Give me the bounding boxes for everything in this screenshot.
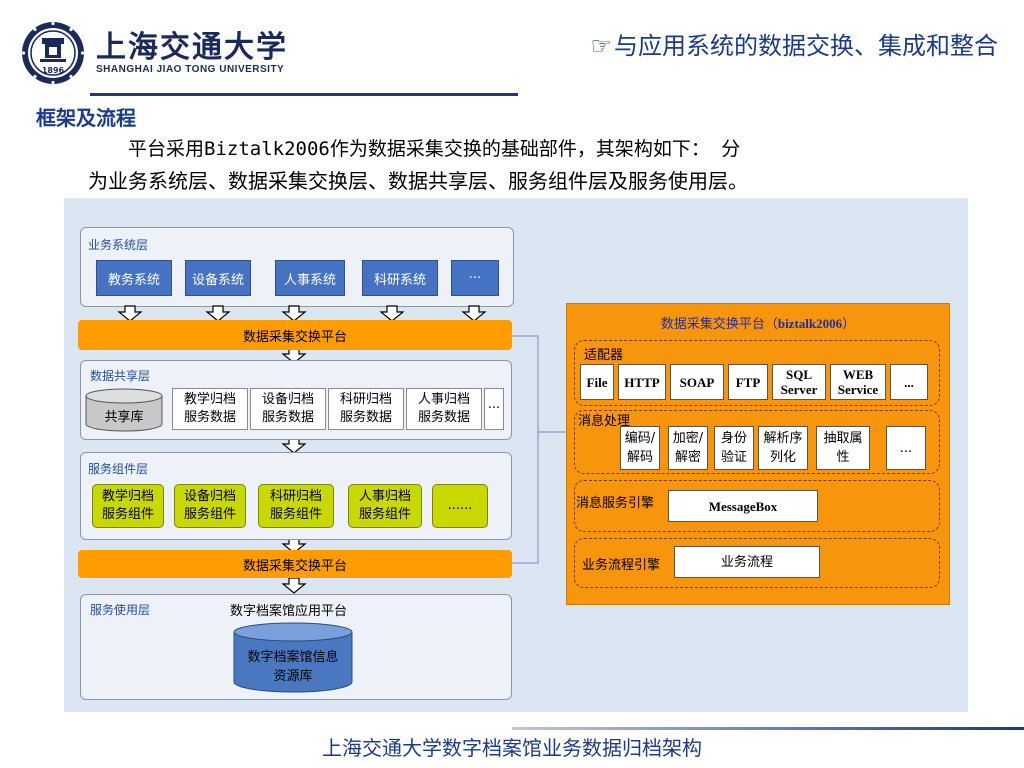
biztalk-panel-title: 数据采集交换平台（biztalk2006）: [660, 316, 856, 332]
adapter-http: HTTP: [618, 364, 666, 400]
adapter-label: 适配器: [584, 348, 624, 363]
intro-text-line-2: 为业务系统层、数据采集交换层、数据共享层、服务组件层及服务使用层。: [88, 169, 748, 193]
system-box-research: 科研系统: [362, 260, 438, 296]
process-property-extract: 抽取属 性: [816, 426, 870, 470]
process-engine-group: [574, 538, 940, 588]
process-encode-decode: 编码/ 解码: [620, 426, 660, 470]
message-engine-group: [574, 480, 940, 532]
sharing-cell-equipment: 设备归档 服务数据: [250, 388, 326, 430]
sharing-cell-personnel: 人事归档 服务数据: [406, 388, 482, 430]
component-layer-label: 服务组件层: [88, 462, 149, 476]
pointing-hand-icon: ☞: [590, 32, 612, 60]
adapter-sql-server: SQL Server: [772, 364, 826, 400]
shared-repository-label: 共享库: [104, 410, 144, 425]
adapter-file: File: [580, 364, 614, 400]
usage-platform-label: 数字档案馆应用平台: [230, 604, 348, 619]
messagebox-box: MessageBox: [668, 490, 818, 522]
business-layer-label: 业务系统层: [88, 238, 149, 252]
logo-chinese-name: 上海交通大学: [96, 30, 288, 65]
component-personnel: 人事归档 服务组件: [348, 484, 422, 528]
system-box-equipment: 设备系统: [185, 260, 251, 296]
page-title-text: 与应用系统的数据交换、集成和整合: [614, 32, 998, 60]
component-research: 科研归档 服务组件: [258, 484, 334, 528]
adapter-web-service: WEB Service: [830, 364, 886, 400]
process-more: ...: [886, 426, 926, 470]
process-authentication: 身份 验证: [714, 426, 754, 470]
system-box-more: ···: [451, 260, 499, 296]
archive-database-cylinder: [233, 622, 353, 693]
figure-caption: 上海交通大学数字档案馆业务数据归档架构: [322, 736, 702, 760]
usage-layer-label: 服务使用层: [90, 603, 151, 617]
footer-divider: [512, 727, 1024, 730]
adapter-ftp: FTP: [728, 364, 768, 400]
sharing-cell-more: ···: [484, 388, 504, 430]
process-encrypt-decrypt: 加密/ 解密: [668, 426, 708, 470]
system-box-academic: 教务系统: [96, 260, 172, 296]
adapter-more: ...: [890, 364, 928, 400]
process-engine-label: 业务流程引擎: [582, 558, 661, 573]
process-serialization: 解析序 列化: [758, 426, 808, 470]
logo-english-name: SHANGHAI JIAO TONG UNIVERSITY: [96, 64, 285, 75]
shared-repository-cylinder: [85, 388, 163, 432]
business-process-box: 业务流程: [674, 546, 820, 578]
page-title: ☞与应用系统的数据交换、集成和整合: [590, 26, 998, 61]
message-engine-label: 消息服务引擎: [576, 496, 655, 511]
archive-database-label: 数字档案馆信息 资源库: [247, 650, 339, 684]
exchange-platform-bar-bottom: 数据采集交换平台: [78, 550, 512, 578]
sharing-cell-teaching: 教学归档 服务数据: [172, 388, 248, 430]
component-teaching: 教学归档 服务组件: [92, 484, 164, 528]
adapter-soap: SOAP: [670, 364, 724, 400]
system-box-personnel: 人事系统: [275, 260, 345, 296]
exchange-platform-bar-top: 数据采集交换平台: [78, 320, 512, 350]
message-processing-group: [574, 410, 940, 474]
sharing-layer-label: 数据共享层: [90, 369, 151, 383]
seal-year: 1896: [42, 66, 65, 75]
message-processing-label: 消息处理: [578, 414, 631, 429]
adapter-group: [574, 340, 940, 406]
component-more: ......: [432, 484, 488, 528]
component-equipment: 设备归档 服务组件: [174, 484, 246, 528]
section-heading: 框架及流程: [36, 106, 136, 130]
header-divider: [90, 93, 518, 96]
intro-text-line-1: 平台采用Biztalk2006作为数据采集交换的基础部件，其架构如下： 分: [128, 138, 741, 160]
sharing-cell-research: 科研归档 服务数据: [328, 388, 404, 430]
university-seal-logo: 1896: [21, 21, 85, 85]
